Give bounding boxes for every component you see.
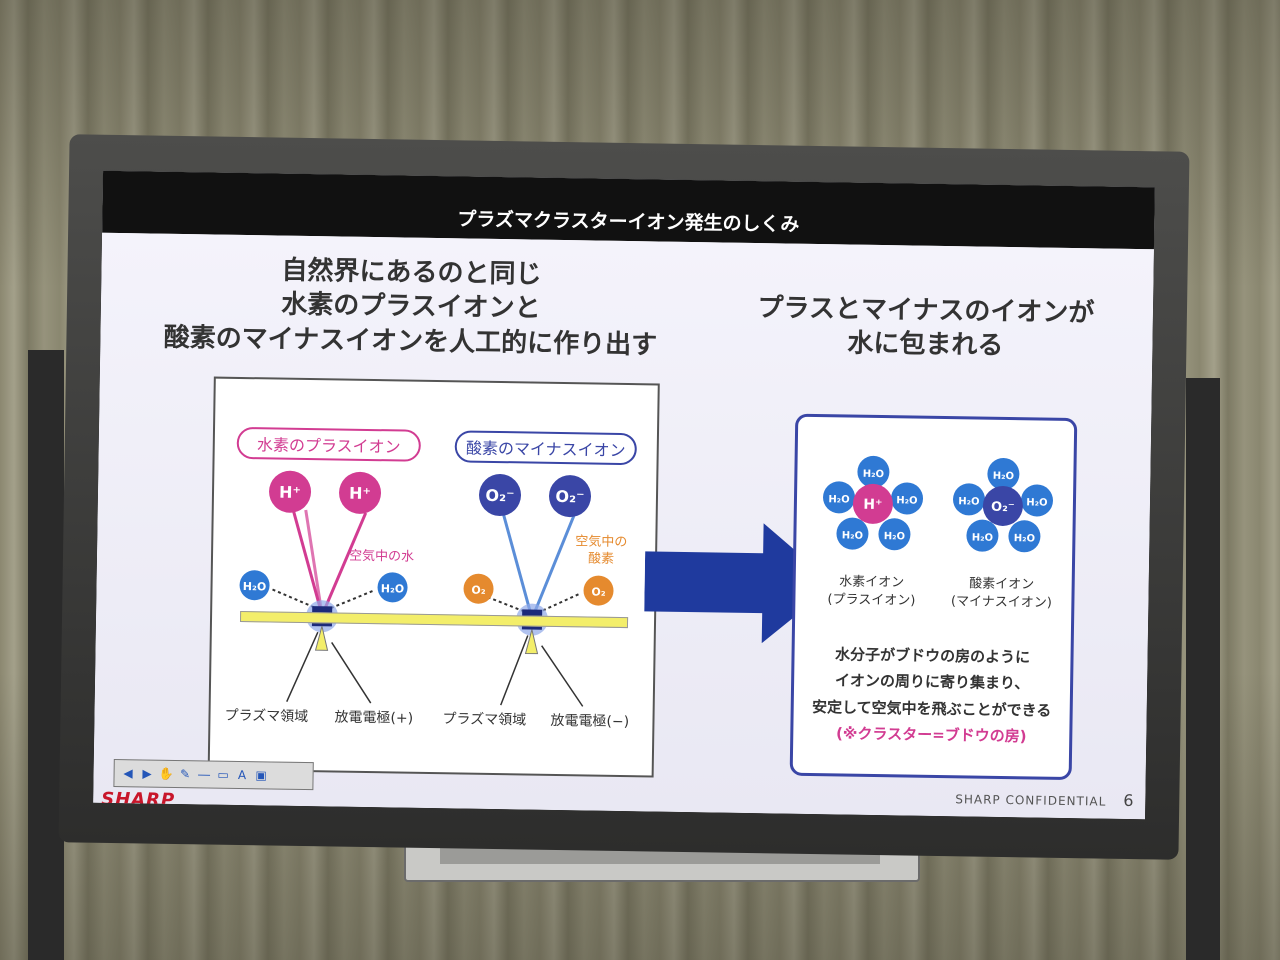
explanation-line: 安定して空気中を飛ぶことができる	[811, 697, 1052, 720]
water-text: H₂O	[884, 531, 905, 542]
pointer-line	[541, 645, 584, 707]
water-text: H₂O	[993, 471, 1014, 482]
oxygen-ion-text: O₂⁻	[555, 487, 584, 506]
hydrogen-ion-text: H⁺	[863, 497, 882, 513]
ion-arrow	[304, 509, 324, 616]
display-screen: プラズマクラスターイオン発生のしくみ 自然界にあるのと同じ 水素のプラスイオンと…	[93, 170, 1155, 820]
plasma-region-label: プラズマ領域	[442, 711, 527, 729]
water-text: H₂O	[896, 495, 917, 506]
hydrogen-ion-sphere	[852, 483, 893, 524]
water-text: H₂O	[1014, 533, 1035, 544]
water-molecule	[857, 455, 890, 488]
water-text: H₂O	[828, 494, 849, 505]
water-text: H₂O	[243, 580, 267, 593]
water-molecule	[878, 518, 911, 551]
hydrogen-ion-sphere	[339, 471, 382, 514]
ion-generation-diagram: 水素のプラスイオン 酸素のマイナスイオン	[207, 376, 660, 778]
water-in-air-label: 空気中の水	[348, 548, 415, 565]
water-molecule	[953, 483, 986, 516]
water-molecule	[377, 572, 408, 603]
oxygen-ion-caption: 酸素イオン (マイナスイオン)	[937, 575, 1066, 613]
water-molecule	[1008, 520, 1041, 553]
water-molecule	[891, 482, 924, 515]
oxygen-in-air-label: 空気中の 酸素	[575, 534, 628, 569]
water-arrow	[329, 590, 373, 610]
line-icon[interactable]: ―	[197, 766, 211, 782]
presentation-slide: プラズマクラスターイオン発生のしくみ 自然界にあるのと同じ 水素のプラスイオンと…	[93, 170, 1155, 820]
pointer-line	[331, 642, 372, 704]
hydrogen-ion-text: H⁺	[349, 484, 371, 503]
oxygen-ion-sphere	[549, 475, 592, 518]
water-molecule	[987, 457, 1020, 490]
water-molecule	[239, 570, 270, 601]
screen-icon[interactable]: ▭	[217, 767, 229, 782]
hydrogen-ion-text: H⁺	[279, 483, 301, 502]
plasma-region-label: プラズマ領域	[224, 707, 309, 726]
explanation-line: イオンの周りに寄り集まり、	[834, 671, 1030, 693]
oxygen-ion-sphere	[479, 474, 522, 517]
arrow-left-icon[interactable]: ◀	[123, 765, 133, 780]
ion-arrow	[502, 514, 534, 619]
pointer-line	[500, 635, 529, 706]
hydrogen-ion-sphere	[269, 470, 312, 513]
ion-arrow	[292, 511, 324, 616]
confidential-label: SHARP CONFIDENTIAL	[955, 792, 1107, 809]
heading-right: プラスとマイナスのイオンが 水に包まれる	[750, 291, 1101, 365]
oxygen-in-air-line: 酸素	[587, 551, 615, 567]
caption-line: (マイナスイオン)	[950, 594, 1052, 611]
cluster-svg: H⁺ H₂O H₂O H₂O H₂O H₂O O₂⁻	[823, 455, 1053, 553]
oxygen-molecule-text: O₂	[471, 584, 486, 597]
water-text: H₂O	[381, 582, 405, 595]
water-text: H₂O	[842, 530, 863, 541]
water-arrow	[272, 588, 317, 610]
oxygen-ion-text: O₂⁻	[991, 500, 1015, 515]
oxygen-molecule	[583, 575, 614, 606]
oxygen-ion-text: O₂⁻	[485, 486, 514, 505]
electrode-minus-label: 放電電極(−)	[550, 712, 630, 731]
stand-pole-left	[28, 350, 64, 960]
slide-body: 自然界にあるのと同じ 水素のプラスイオンと 酸素のマイナスイオンを人工的に作り出…	[93, 232, 1154, 820]
hand-icon[interactable]: ✋	[158, 766, 174, 781]
water-text: H₂O	[863, 469, 884, 480]
sharp-logo: SHARP	[101, 788, 176, 811]
capture-icon[interactable]: ▣	[255, 767, 267, 782]
cluster-note: (※クラスター=ブドウの房)	[835, 724, 1027, 746]
oxygen-in-air-line: 空気中の	[575, 534, 628, 551]
heading-right-line: プラスとマイナスのイオンが	[757, 293, 1095, 329]
electrode-tip	[314, 626, 329, 651]
oxygen-molecule	[463, 573, 494, 604]
page-number: 6	[1123, 790, 1134, 811]
water-molecule	[966, 519, 999, 552]
water-text: H₂O	[972, 532, 993, 543]
arrow-shape	[644, 523, 835, 644]
cluster-diagram: H⁺ H₂O H₂O H₂O H₂O H₂O O₂⁻	[789, 413, 1078, 781]
ion-arrow	[320, 512, 368, 616]
water-molecule	[1020, 484, 1053, 517]
water-text: H₂O	[958, 496, 979, 507]
water-molecule	[836, 517, 869, 550]
arrow-right-icon[interactable]: ▶	[142, 765, 152, 781]
caption-line: 酸素イオン	[969, 576, 1035, 593]
caption-line: 水素イオン	[839, 574, 905, 591]
oxygen-arrow	[539, 593, 579, 613]
water-molecule	[823, 481, 856, 514]
oxygen-molecule-text: O₂	[591, 586, 606, 599]
electrode-tip	[524, 629, 539, 655]
ion-arrow	[530, 515, 576, 620]
pen-icon[interactable]: ✎	[179, 766, 191, 781]
caption-line: (プラスイオン)	[827, 592, 916, 609]
pointer-line	[286, 631, 319, 703]
annotation-toolbar: ◀ ▶ ✋ ✎ ― ▭ A ▣	[113, 759, 314, 791]
display-bezel: プラズマクラスターイオン発生のしくみ 自然界にあるのと同じ 水素のプラスイオンと…	[58, 134, 1190, 860]
heading-left: 自然界にあるのと同じ 水素のプラスイオンと 酸素のマイナスイオンを人工的に作り出…	[130, 251, 692, 363]
water-text: H₂O	[1026, 497, 1047, 508]
electrode-plus-label: 放電電極(+)	[334, 709, 414, 727]
heading-right-line: 水に包まれる	[847, 328, 1004, 362]
hydrogen-ion-caption: 水素イオン (プラスイオン)	[809, 573, 934, 611]
oxygen-ion-sphere	[982, 485, 1023, 526]
stand-pole-right	[1186, 378, 1220, 960]
cluster-explanation: 水分子がブドウの房のように イオンの周りに寄り集まり、 安定して空気中を飛ぶこと…	[793, 641, 1071, 750]
text-icon[interactable]: A	[237, 767, 247, 782]
big-right-arrow	[644, 523, 835, 644]
